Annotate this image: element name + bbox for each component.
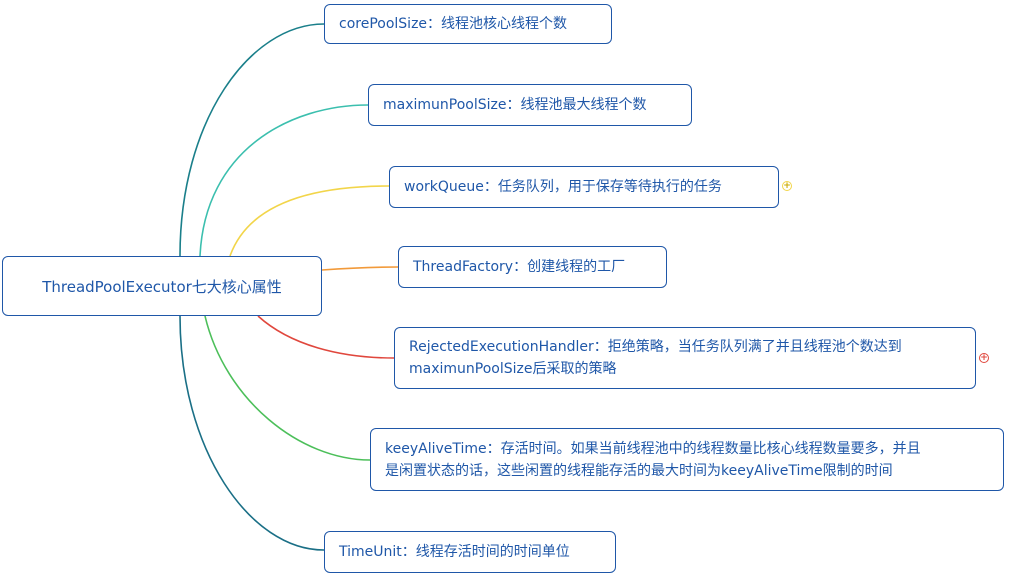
topic-timeunit-label: TimeUnit：线程存活时间的时间单位: [339, 544, 570, 560]
topic-keepalive-line1: keeyAliveTime：存活时间。如果当前线程池中的线程数量比核心线程数量要…: [385, 440, 921, 457]
topic-maximunpoolsize[interactable]: maximunPoolSize：线程池最大线程个数: [368, 84, 692, 126]
expand-rejected-icon[interactable]: +: [979, 353, 989, 363]
root-topic[interactable]: ThreadPoolExecutor七大核心属性: [2, 256, 322, 316]
connector-timeunit: [179, 315, 325, 551]
connector-maximunpoolsize: [199, 104, 369, 257]
topic-workqueue[interactable]: workQueue：任务队列，用于保存等待执行的任务: [389, 166, 779, 208]
topic-threadfactory[interactable]: ThreadFactory：创建线程的工厂: [398, 246, 667, 288]
topic-workqueue-label: workQueue：任务队列，用于保存等待执行的任务: [404, 179, 722, 195]
topic-keepalive-line2: 是闲置状态的话，这些闲置的线程能存活的最大时间为keeyAliveTime限制的…: [385, 462, 893, 479]
topic-rejected-line2: maximunPoolSize后采取的策略: [409, 361, 617, 377]
topic-maximunpoolsize-label: maximunPoolSize：线程池最大线程个数: [383, 97, 647, 113]
connector-keepalive: [204, 315, 371, 461]
connector-rejected: [257, 315, 395, 359]
connector-threadfactory: [321, 266, 399, 271]
connector-workqueue: [229, 185, 390, 257]
topic-corepoolsize-label: corePoolSize：线程池核心线程个数: [339, 16, 568, 32]
topic-timeunit[interactable]: TimeUnit：线程存活时间的时间单位: [324, 531, 616, 573]
topic-keepalive[interactable]: keeyAliveTime：存活时间。如果当前线程池中的线程数量比核心线程数量要…: [370, 428, 1004, 491]
root-topic-label: ThreadPoolExecutor七大核心属性: [42, 277, 282, 296]
expand-workqueue-icon[interactable]: +: [782, 181, 792, 191]
topic-rejected-line1: RejectedExecutionHandler：拒绝策略，当任务队列满了并且线…: [409, 339, 902, 355]
topic-threadfactory-label: ThreadFactory：创建线程的工厂: [413, 259, 626, 275]
topic-rejected[interactable]: RejectedExecutionHandler：拒绝策略，当任务队列满了并且线…: [394, 327, 976, 389]
connector-corepoolsize: [179, 23, 325, 257]
topic-corepoolsize[interactable]: corePoolSize：线程池核心线程个数: [324, 4, 612, 44]
